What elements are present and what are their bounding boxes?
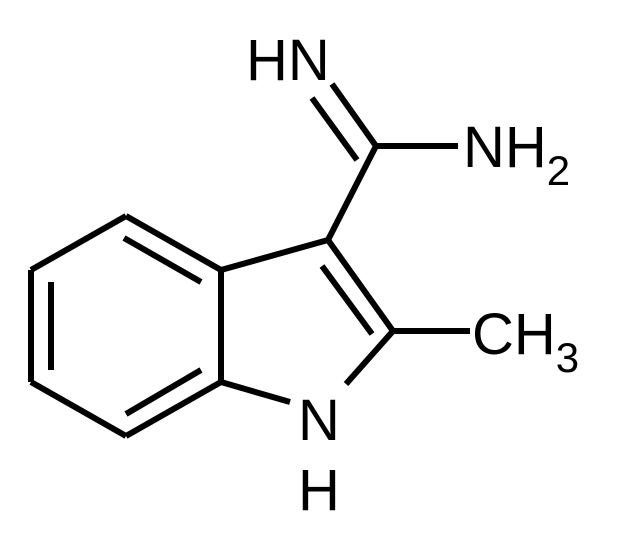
methyl-main-text: CH bbox=[472, 302, 556, 367]
bond-c7-c6 bbox=[29, 379, 128, 439]
amine-label: NH2 bbox=[463, 115, 570, 194]
bond-c5-c4 bbox=[29, 213, 128, 273]
bond-c7a-c7 bbox=[124, 379, 223, 439]
bond-c3-amidine bbox=[325, 144, 379, 242]
bond-amidine-imine-2 bbox=[309, 96, 360, 162]
bond-c2-n1 bbox=[343, 329, 396, 386]
amidine-group bbox=[309, 82, 458, 242]
pyrrole-ring bbox=[220, 237, 396, 405]
bond-c3-c2-double bbox=[319, 264, 375, 336]
bond-c3-c2 bbox=[325, 238, 396, 333]
benzene-ring bbox=[28, 213, 224, 439]
aromatic-inner-bond-2 bbox=[124, 367, 203, 417]
bond-c4-c3a bbox=[124, 213, 223, 273]
methyl-subscript: 3 bbox=[556, 334, 579, 381]
amine-main-text: NH bbox=[463, 115, 547, 180]
bond-c3a-c3 bbox=[220, 237, 329, 273]
amine-subscript: 2 bbox=[547, 147, 570, 194]
methyl-label: CH3 bbox=[472, 302, 579, 381]
bond-n1-c7a bbox=[220, 379, 291, 405]
bond-amidine-imine-1 bbox=[329, 82, 379, 148]
aromatic-inner-bond-1 bbox=[122, 235, 203, 285]
ring-nitrogen-label: N bbox=[298, 388, 340, 453]
imine-label: HN bbox=[246, 28, 330, 93]
ring-hydrogen-label: H bbox=[298, 458, 340, 523]
